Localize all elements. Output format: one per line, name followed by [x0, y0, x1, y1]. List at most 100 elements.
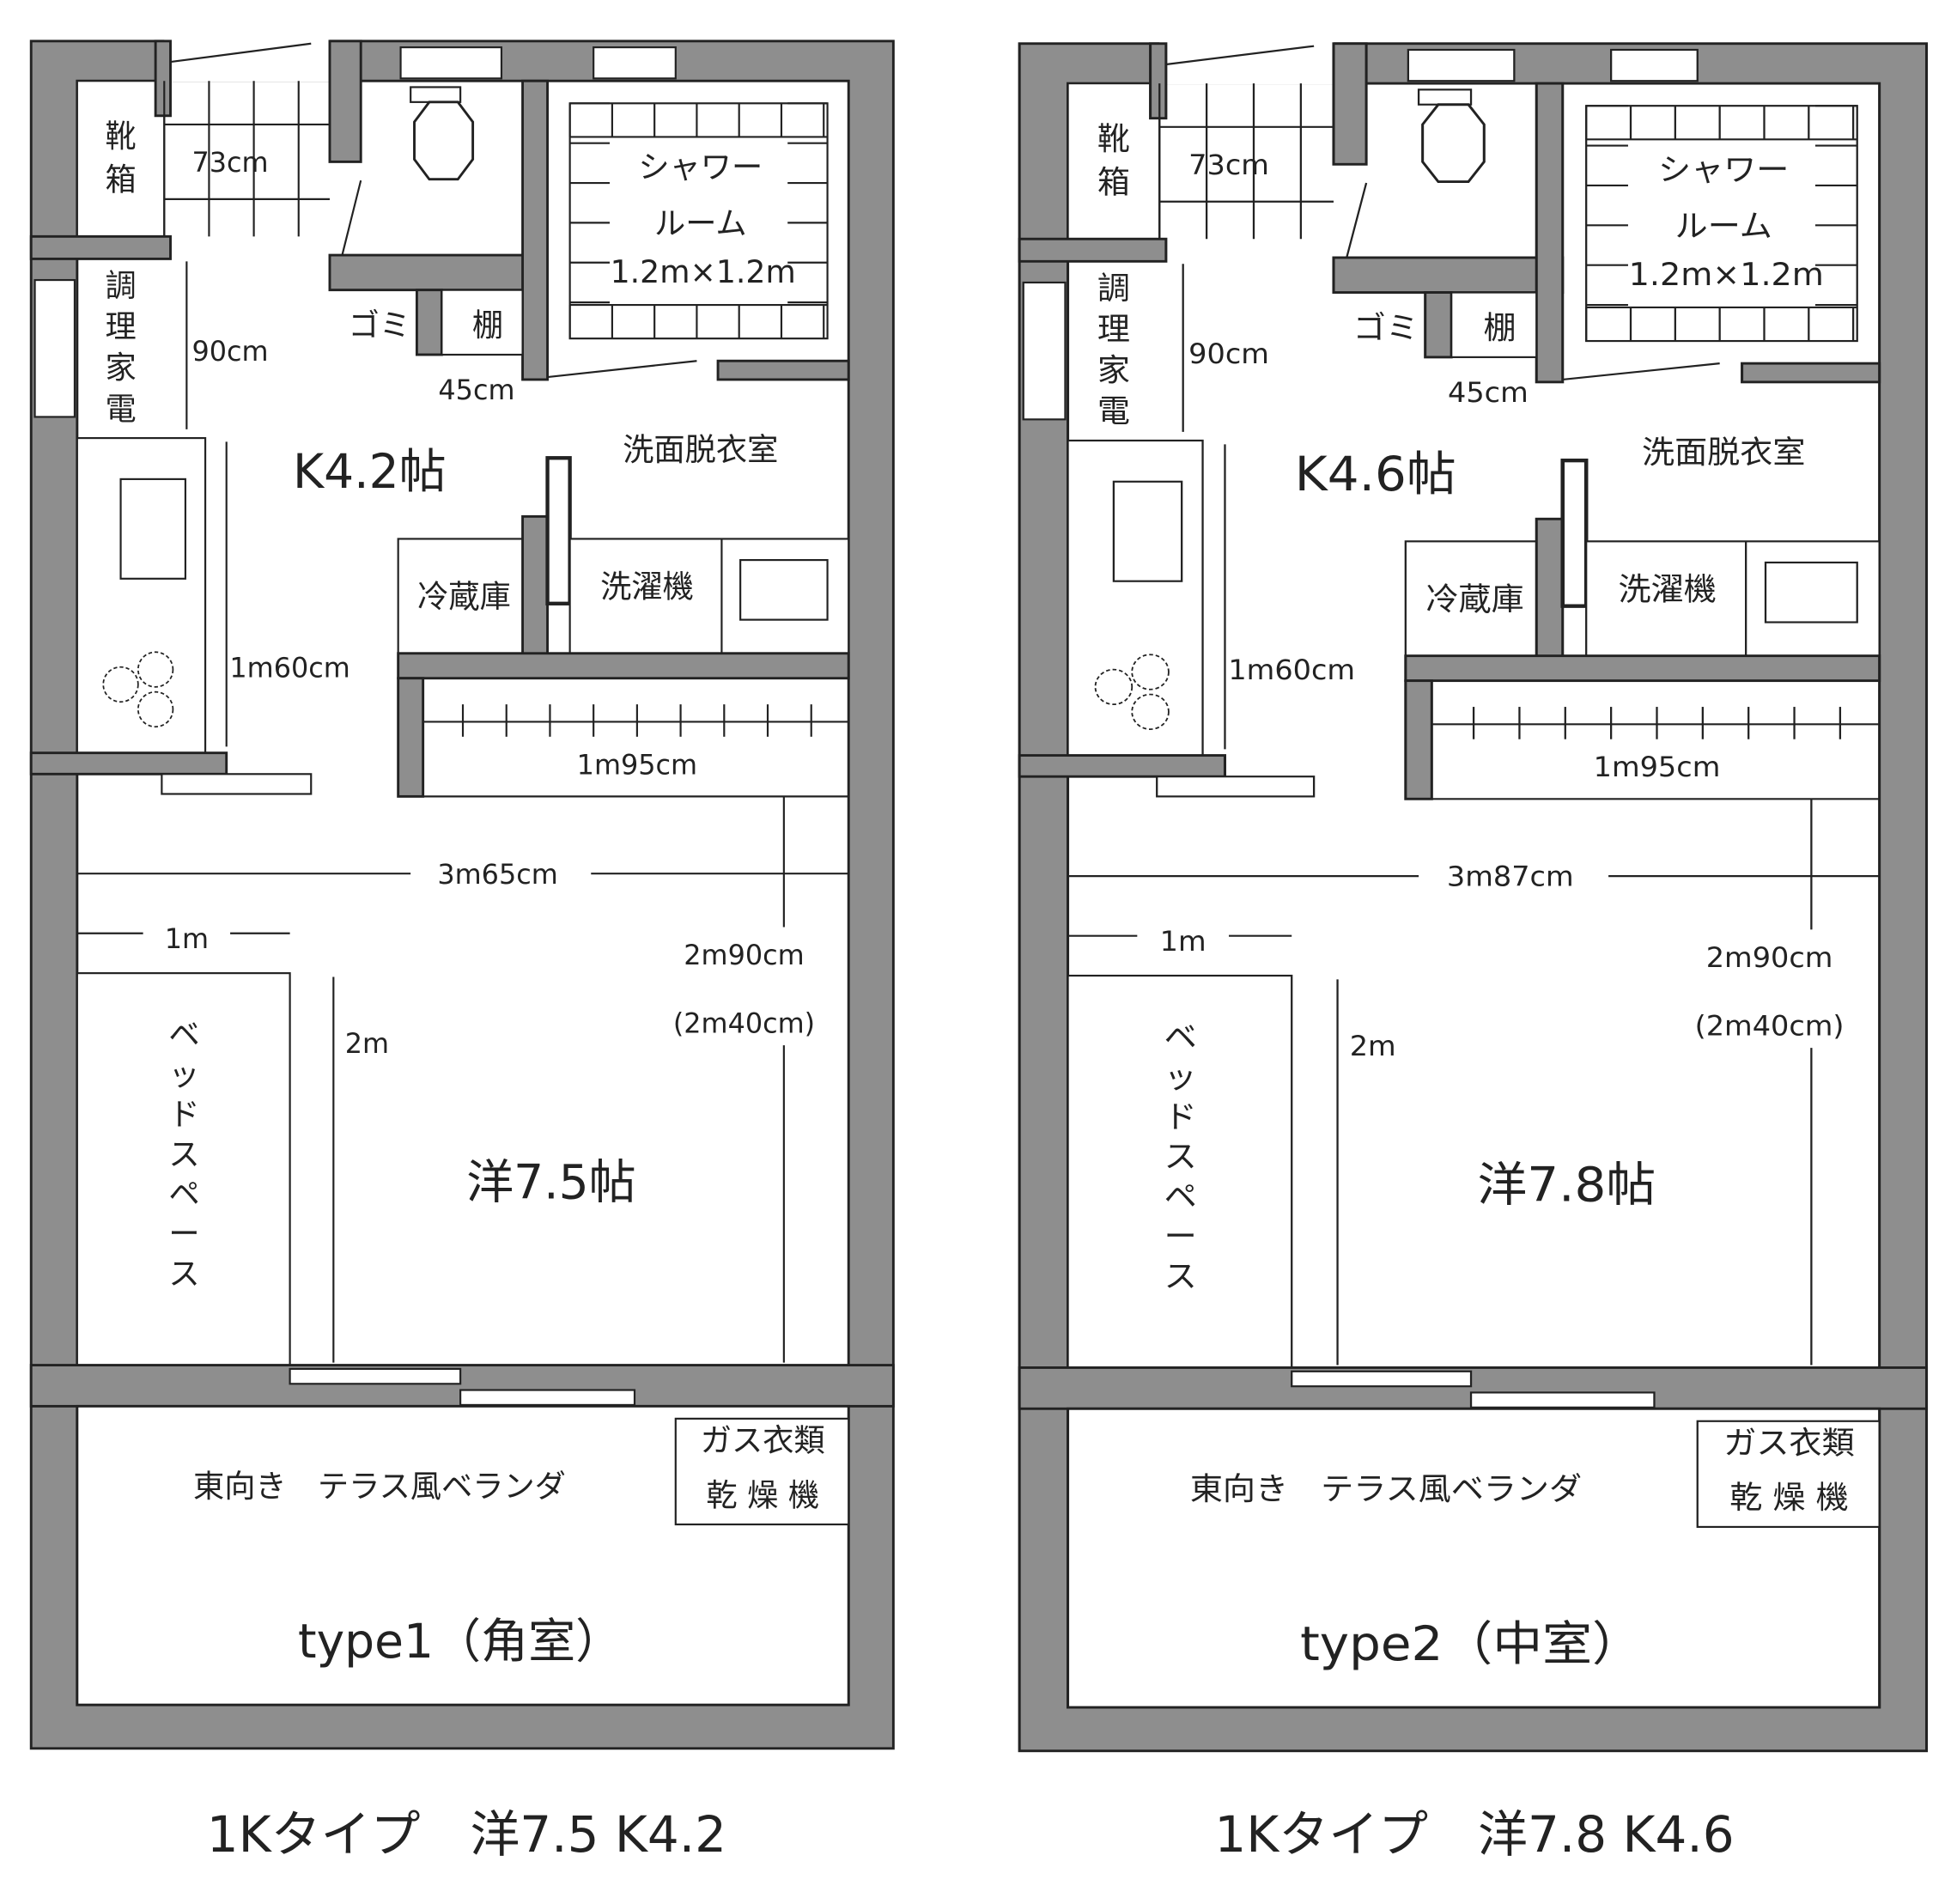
bed-space-label: ス — [1164, 1138, 1197, 1175]
dryer-label: 乾 燥 機 — [1729, 1479, 1848, 1516]
appliance-label: 電 — [105, 390, 136, 427]
bed-space-label: ー — [1164, 1218, 1197, 1255]
shower-room — [1585, 105, 1858, 343]
partition-wall — [1560, 458, 1589, 608]
wall — [397, 652, 850, 680]
toilet-door-swing — [1346, 182, 1368, 259]
toilet-tank-icon — [1417, 88, 1473, 106]
shelf-width-label: 45cm — [1448, 377, 1529, 409]
shelf-width-label: 45cm — [438, 374, 514, 406]
stove-burner-icon — [1094, 668, 1134, 706]
shelf-box — [441, 289, 524, 356]
kitchen-area-label: K4.2帖 — [293, 444, 447, 499]
closet-width-label: 1m95cm — [1594, 751, 1721, 783]
washroom-label: 洗面脱衣室 — [623, 431, 778, 468]
bed-space-label: ッ — [1164, 1058, 1197, 1095]
entrance-door-swing — [167, 42, 312, 64]
fridge-label: 冷蔵庫 — [1425, 581, 1523, 617]
bed-space-label: ベ — [1164, 1019, 1197, 1055]
toilet-wall — [1332, 42, 1368, 166]
appliance-label: 理 — [105, 308, 136, 345]
appliance-label: 電 — [1097, 392, 1130, 429]
room-width-label: 3m87cm — [1447, 861, 1574, 892]
room-width-label: 3m65cm — [437, 858, 557, 891]
dryer-label: ガス衣類 — [1723, 1424, 1854, 1461]
fridge-label: 冷蔵庫 — [417, 578, 511, 615]
kitchen-width-label: 90cm — [192, 335, 269, 368]
wall — [1741, 362, 1881, 384]
washer-label: 洗濯機 — [600, 569, 694, 605]
toilet-wall — [328, 40, 362, 163]
window-sill — [161, 773, 313, 795]
dryer-label: ガス衣類 — [701, 1422, 825, 1459]
entrance-door-swing — [1163, 45, 1315, 66]
bed-space-label: ス — [1164, 1257, 1197, 1294]
room-area-label: 洋7.8帖 — [1477, 1159, 1656, 1213]
plan-caption-type1: 1Kタイプ 洋7.5 K4.2 — [207, 1805, 726, 1864]
shower-label: ルーム — [654, 204, 747, 241]
toilet-wall — [1535, 82, 1565, 384]
window-pane — [1469, 1391, 1656, 1408]
appliance-label: 理 — [1097, 310, 1130, 347]
entrance-width-label: 73cm — [192, 146, 269, 179]
wall — [29, 751, 228, 776]
window — [33, 278, 76, 418]
shelf-label: 棚 — [472, 307, 503, 344]
bed-space-label: ー — [168, 1215, 199, 1252]
kitchen-area-label: K4.6帖 — [1295, 447, 1456, 502]
plan-type-label: type2（中室） — [1300, 1617, 1642, 1671]
counter-length-label: 1m60cm — [1228, 654, 1355, 686]
sink-icon — [119, 478, 186, 580]
toilet-icon — [1421, 103, 1486, 184]
washer-label: 洗濯機 — [1619, 570, 1717, 607]
kitchen-width-label: 90cm — [1188, 338, 1269, 370]
shelf-box — [1450, 291, 1538, 358]
bed-space-label: ペ — [168, 1176, 199, 1213]
window-pane — [289, 1367, 462, 1385]
stove-burner-icon — [1131, 654, 1170, 690]
bed-space-label: ス — [168, 1135, 199, 1172]
room-depth-label: 2m90cm — [1706, 942, 1833, 974]
wall — [1149, 42, 1168, 120]
wall — [1535, 517, 1565, 664]
shoe-box-label: 靴 — [105, 118, 136, 155]
wall — [415, 289, 443, 356]
bed-space-label: ペ — [1164, 1177, 1197, 1214]
toilet-icon — [413, 100, 475, 181]
stove-burner-icon — [137, 651, 174, 688]
bed-length-label: 2m — [345, 1027, 389, 1060]
window — [593, 46, 677, 80]
washer-icon — [1764, 561, 1858, 624]
stove-burner-icon — [137, 690, 174, 728]
shelf-label: 棚 — [1484, 309, 1516, 346]
shower-size-label: 1.2m×1.2m — [611, 253, 796, 290]
closet-wall — [1404, 679, 1433, 800]
entrance-width-label: 73cm — [1188, 149, 1269, 181]
wall — [521, 514, 549, 661]
partition-wall — [545, 456, 572, 605]
shoe-box — [1067, 82, 1161, 240]
shower-label: シャワー — [1658, 151, 1789, 188]
shoe-box-label: 箱 — [105, 161, 136, 198]
room-area-label: 洋7.5帖 — [466, 1154, 636, 1209]
washroom-label: 洗面脱衣室 — [1642, 434, 1805, 471]
window — [1407, 48, 1516, 82]
sink-icon — [1112, 480, 1183, 582]
dryer-label: 乾 燥 機 — [706, 1476, 819, 1513]
shower-room — [568, 102, 829, 340]
wall — [154, 40, 172, 118]
washroom-door-swing — [1562, 362, 1720, 381]
closet-width-label: 1m95cm — [577, 748, 697, 781]
wall — [1018, 237, 1168, 263]
wall — [1018, 754, 1226, 778]
stove-burner-icon — [1131, 693, 1170, 731]
wall — [1424, 291, 1453, 359]
window — [399, 46, 503, 80]
shoe-box-label: 箱 — [1097, 164, 1130, 201]
plan-type-label: type1（角室） — [298, 1614, 623, 1669]
window-sill — [1156, 776, 1316, 798]
counter-length-label: 1m60cm — [229, 651, 349, 684]
toilet-wall — [328, 253, 549, 292]
